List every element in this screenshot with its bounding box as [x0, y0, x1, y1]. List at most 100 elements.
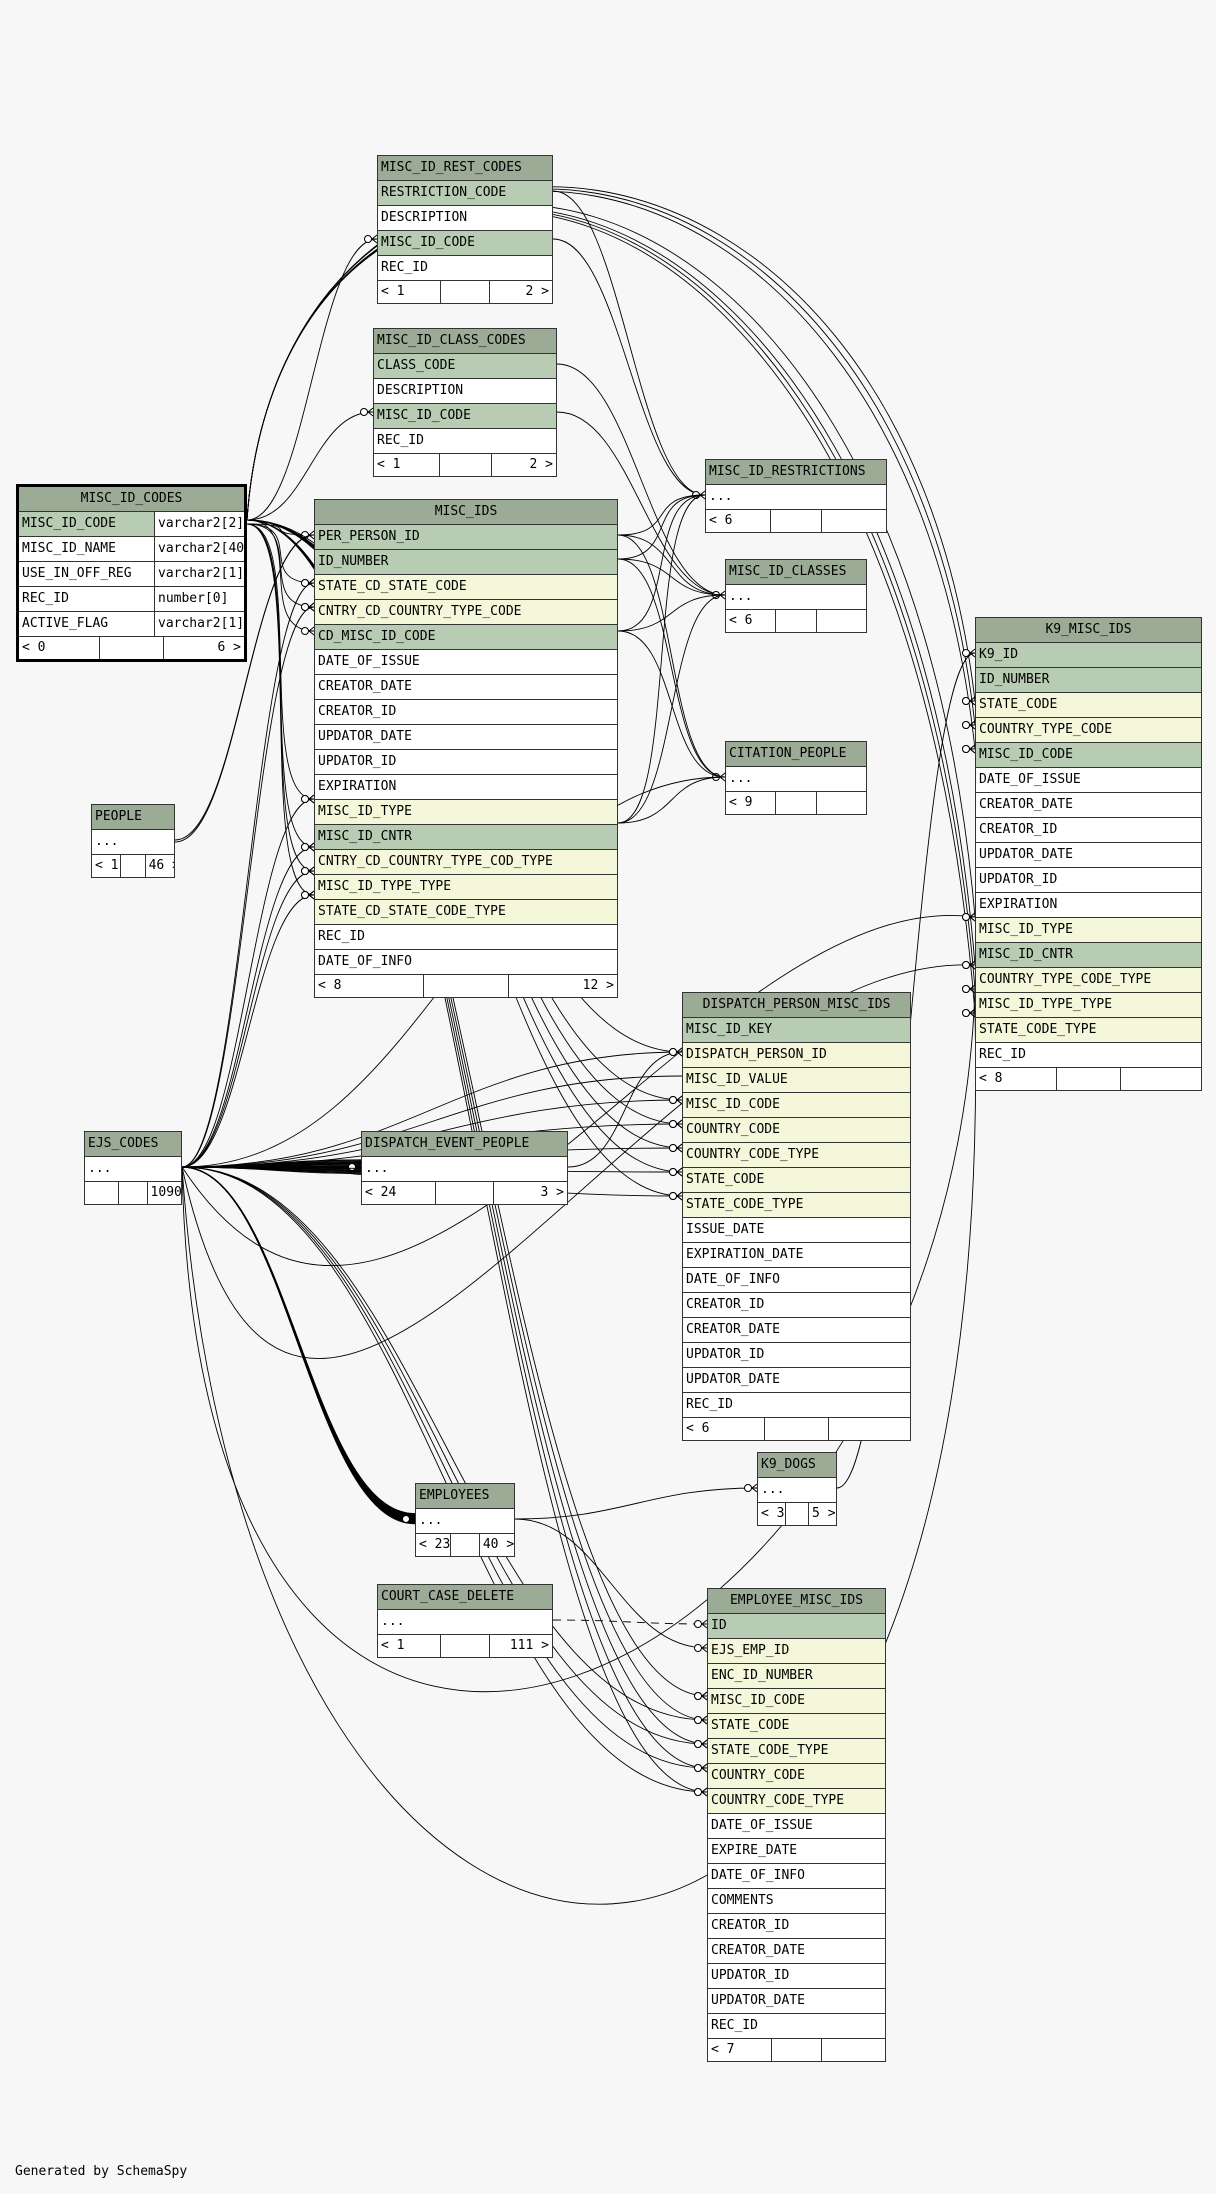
- column-row[interactable]: MISC_ID_KEY: [683, 1018, 910, 1043]
- table-title[interactable]: MISC_ID_REST_CODES: [378, 156, 552, 181]
- row-count[interactable]: [769, 510, 823, 532]
- column-row[interactable]: UPDATOR_DATE: [315, 725, 617, 750]
- column-row[interactable]: STATE_CODE: [708, 1714, 885, 1739]
- column-row[interactable]: REC_ID: [378, 256, 552, 281]
- column-row[interactable]: ...: [362, 1157, 567, 1182]
- child-count[interactable]: [817, 610, 866, 632]
- column-row[interactable]: CNTRY_CD_COUNTRY_TYPE_CODE: [315, 600, 617, 625]
- column-row[interactable]: COUNTRY_CODE: [683, 1118, 910, 1143]
- column-row[interactable]: ...: [85, 1157, 181, 1182]
- column-row[interactable]: MISC_ID_CNTR: [976, 943, 1201, 968]
- table-title[interactable]: MISC_ID_CLASS_CODES: [374, 329, 556, 354]
- column-row[interactable]: DATE_OF_INFO: [683, 1268, 910, 1293]
- column-row[interactable]: DATE_OF_ISSUE: [976, 768, 1201, 793]
- column-row[interactable]: EXPIRE_DATE: [708, 1839, 885, 1864]
- table-court-case-delete[interactable]: COURT_CASE_DELETE... < 1 111 >: [377, 1584, 553, 1658]
- parent-count[interactable]: < 8: [979, 1071, 1003, 1086]
- column-row[interactable]: UPDATOR_ID: [683, 1343, 910, 1368]
- column-row[interactable]: DATE_OF_ISSUE: [315, 650, 617, 675]
- column-row[interactable]: REC_ID: [315, 925, 617, 950]
- parent-count[interactable]: < 1: [381, 284, 405, 299]
- row-count[interactable]: [450, 1534, 480, 1556]
- child-count[interactable]: [822, 510, 886, 532]
- column-row[interactable]: ...: [726, 767, 866, 792]
- parent-count[interactable]: < 6: [709, 513, 733, 528]
- column-row[interactable]: DESCRIPTION: [374, 379, 556, 404]
- table-title[interactable]: MISC_ID_RESTRICTIONS: [706, 460, 886, 485]
- column-row[interactable]: REC_ID: [374, 429, 556, 454]
- child-count[interactable]: 3 >: [540, 1185, 565, 1200]
- row-count[interactable]: [120, 855, 146, 877]
- row-count[interactable]: [784, 1503, 810, 1525]
- table-title[interactable]: EJS_CODES: [85, 1132, 181, 1157]
- child-count[interactable]: 2 >: [525, 284, 549, 299]
- table-title[interactable]: COURT_CASE_DELETE: [378, 1585, 552, 1610]
- child-count[interactable]: 1090 >: [150, 1185, 181, 1200]
- child-count[interactable]: [829, 1418, 910, 1440]
- column-row[interactable]: DISPATCH_PERSON_ID: [683, 1043, 910, 1068]
- column-row[interactable]: CD_MISC_ID_CODE: [315, 625, 617, 650]
- column-row[interactable]: ID: [708, 1614, 885, 1639]
- row-count[interactable]: [770, 2039, 823, 2061]
- column-row[interactable]: CREATOR_DATE: [708, 1939, 885, 1964]
- parent-count[interactable]: < 8: [318, 978, 342, 993]
- column-row[interactable]: UPDATOR_DATE: [683, 1368, 910, 1393]
- row-count[interactable]: [99, 637, 164, 659]
- row-count[interactable]: [763, 1418, 830, 1440]
- column-row[interactable]: UPDATOR_ID: [315, 750, 617, 775]
- column-row[interactable]: CREATOR_DATE: [315, 675, 617, 700]
- row-count[interactable]: [434, 1182, 495, 1204]
- parent-count[interactable]: < 0: [22, 640, 46, 655]
- column-row[interactable]: COUNTRY_TYPE_CODE: [976, 718, 1201, 743]
- column-row[interactable]: ...: [416, 1509, 514, 1534]
- column-row[interactable]: ISSUE_DATE: [683, 1218, 910, 1243]
- column-row[interactable]: UPDATOR_DATE: [708, 1989, 885, 2014]
- child-count[interactable]: 46 >: [148, 858, 174, 873]
- column-row[interactable]: MISC_ID_TYPE_TYPE: [976, 993, 1201, 1018]
- column-row[interactable]: DATE_OF_ISSUE: [708, 1814, 885, 1839]
- column-row[interactable]: REC_ID: [708, 2014, 885, 2039]
- table-title[interactable]: DISPATCH_PERSON_MISC_IDS: [683, 993, 910, 1018]
- row-count[interactable]: [775, 610, 817, 632]
- column-row[interactable]: COUNTRY_CODE_TYPE: [683, 1143, 910, 1168]
- parent-count[interactable]: < 9: [729, 795, 753, 810]
- table-citation-people[interactable]: CITATION_PEOPLE...< 9: [725, 741, 867, 815]
- column-row[interactable]: ...: [92, 830, 174, 855]
- column-row[interactable]: CLASS_CODE: [374, 354, 556, 379]
- table-title[interactable]: MISC_IDS: [315, 500, 617, 525]
- parent-count[interactable]: < 3: [761, 1506, 785, 1521]
- column-row[interactable]: STATE_CODE_TYPE: [708, 1739, 885, 1764]
- column-row[interactable]: CREATOR_DATE: [976, 793, 1201, 818]
- child-count[interactable]: 111 >: [509, 1638, 549, 1653]
- column-row[interactable]: COUNTRY_CODE_TYPE: [708, 1789, 885, 1814]
- table-misc-id-restrictions[interactable]: MISC_ID_RESTRICTIONS...< 6: [705, 459, 887, 533]
- table-title[interactable]: EMPLOYEE_MISC_IDS: [708, 1589, 885, 1614]
- column-row[interactable]: STATE_CODE_TYPE: [683, 1193, 910, 1218]
- column-row[interactable]: ID_NUMBER: [976, 668, 1201, 693]
- column-row[interactable]: EXPIRATION: [315, 775, 617, 800]
- row-count[interactable]: [775, 792, 817, 814]
- child-count[interactable]: 2 >: [529, 457, 553, 472]
- column-row[interactable]: MISC_ID_TYPE: [315, 800, 617, 825]
- column-row[interactable]: ...: [378, 1610, 552, 1635]
- column-row[interactable]: ...: [758, 1478, 836, 1503]
- column-row[interactable]: CREATOR_ID: [708, 1914, 885, 1939]
- column-row[interactable]: ENC_ID_NUMBER: [708, 1664, 885, 1689]
- column-row[interactable]: STATE_CODE: [683, 1168, 910, 1193]
- child-count[interactable]: [822, 2039, 885, 2061]
- column-row[interactable]: CREATOR_ID: [683, 1293, 910, 1318]
- parent-count[interactable]: < 6: [686, 1421, 710, 1436]
- parent-count[interactable]: < 6: [729, 613, 753, 628]
- column-row[interactable]: ID_NUMBER: [315, 550, 617, 575]
- parent-count[interactable]: < 1: [381, 1638, 405, 1653]
- column-row[interactable]: CREATOR_DATE: [683, 1318, 910, 1343]
- column-row[interactable]: MISC_ID_CODE: [708, 1689, 885, 1714]
- table-misc-id-classes[interactable]: MISC_ID_CLASSES...< 6: [725, 559, 867, 633]
